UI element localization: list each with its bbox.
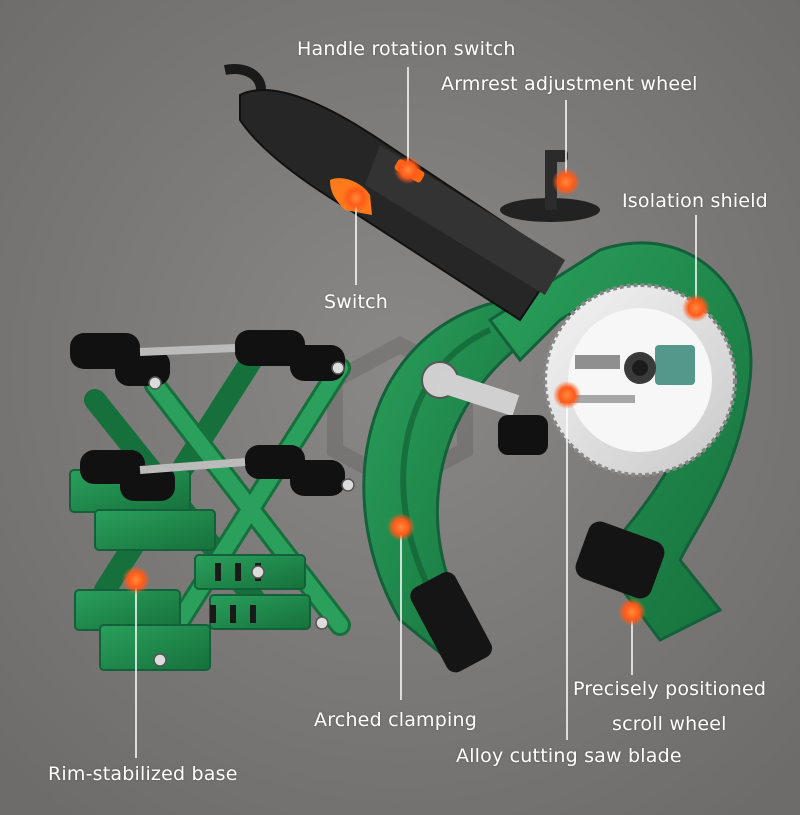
marker-armrest-adjustment-wheel xyxy=(552,168,580,196)
rim-stabilized-base xyxy=(69,330,355,671)
marker-arched-clamping xyxy=(387,513,415,541)
label-armrest-adjustment-wheel: Armrest adjustment wheel xyxy=(441,73,698,95)
marker-handle-rotation-switch xyxy=(394,156,422,184)
label-arched-clamping: Arched clamping xyxy=(314,709,477,731)
label-alloy-cutting-saw-blade: Alloy cutting saw blade xyxy=(456,745,682,767)
label-isolation-shield: Isolation shield xyxy=(622,190,768,212)
marker-isolation-shield xyxy=(682,294,710,322)
label-precisely-positioned-line2: scroll wheel xyxy=(612,713,727,735)
marker-switch xyxy=(342,184,370,212)
marker-saw-blade xyxy=(553,381,581,409)
markers xyxy=(122,156,710,626)
marker-scroll-wheel xyxy=(618,598,646,626)
label-switch: Switch xyxy=(324,291,389,313)
marker-rim-stabilized-base xyxy=(122,566,150,594)
label-rim-stabilized-base: Rim-stabilized base xyxy=(48,763,238,785)
saw-frame xyxy=(487,150,753,642)
label-handle-rotation-switch: Handle rotation switch xyxy=(297,38,516,60)
label-precisely-positioned-line1: Precisely positioned xyxy=(573,678,767,700)
arched-clamp xyxy=(362,298,548,673)
